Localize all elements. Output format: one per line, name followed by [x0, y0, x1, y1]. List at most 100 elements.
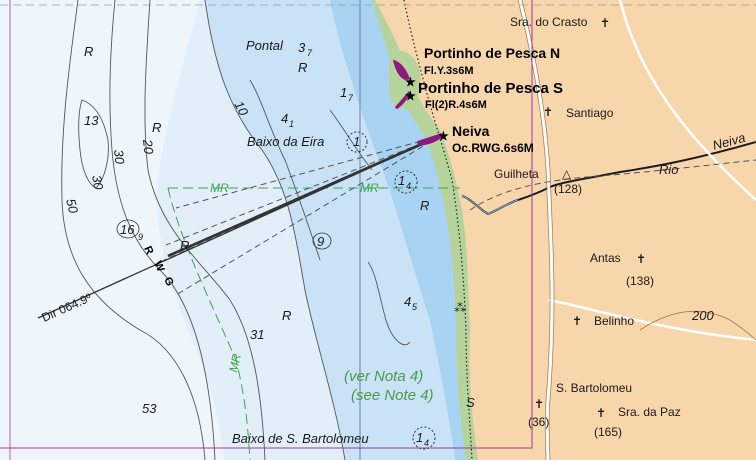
portinho-s-characteristic: Fl(2)R.4s6M — [425, 99, 487, 111]
paz-height: (165) — [594, 425, 622, 439]
sector-limit-4 — [175, 135, 441, 296]
chapel-icon-paz: ✝ — [596, 406, 606, 420]
land-area — [375, 0, 756, 460]
contour-13-shoal — [78, 99, 109, 189]
chapel-icon-belinho: ✝ — [572, 314, 582, 328]
land-contour-label-200: 200 — [691, 308, 714, 323]
contour-30-outer — [109, 0, 216, 460]
depth-4-5-sub: 5 — [412, 302, 418, 312]
chapel-icon-bartolomeu: ✝ — [534, 397, 544, 411]
depth-pontal: 3 — [298, 40, 306, 55]
light-flare-north — [392, 59, 410, 80]
outer-water-zone — [0, 0, 225, 460]
neiva-light-name: Neiva — [452, 123, 490, 139]
portinho-n-characteristic: Fl.Y.3s6M — [424, 65, 474, 77]
portinho-n-name: Portinho de Pesca N — [424, 45, 560, 61]
label-rio: Rio — [659, 162, 679, 177]
quality-r-2: R — [152, 120, 161, 135]
place-belinho: Belinho — [594, 314, 634, 328]
depth-16-sub: 9 — [138, 232, 143, 242]
depth-4-1: 4 — [281, 111, 288, 126]
label-pontal: Pontal — [246, 38, 284, 53]
place-guilheta: Guilheta — [494, 167, 539, 181]
depth-1-north: 1 — [340, 85, 347, 100]
depth-9-ring — [312, 232, 332, 250]
mr-boundary — [167, 187, 460, 460]
place-santiago: Santiago — [566, 106, 614, 120]
light-flare-neiva — [417, 133, 444, 146]
railway — [469, 159, 756, 211]
rio-neiva-water — [461, 195, 519, 215]
foreshore-strip — [372, 0, 478, 460]
contour-label-50: 50 — [63, 197, 81, 215]
quality-r-3: R — [298, 60, 307, 75]
contour-label-20: 20 — [140, 138, 157, 156]
roads — [518, 0, 756, 460]
depth-mr-circle: 1 — [398, 173, 405, 188]
depth-1-north-sub: 7 — [348, 93, 354, 103]
depth-53: 53 — [142, 401, 157, 416]
depth-9: 9 — [317, 234, 324, 249]
depth-bart-circle-sub: 4 — [424, 438, 429, 448]
quality-r-5: R — [282, 308, 291, 323]
light-flare-south — [394, 91, 412, 110]
place-paz: Sra. da Paz — [618, 405, 681, 419]
depth-16: 16 — [120, 222, 135, 237]
road-east — [618, 0, 756, 201]
quality-r-1: R — [84, 44, 93, 59]
label-baixo-bartolomeu: Baixo de S. Bartolomeu — [232, 431, 369, 446]
coastline-dotted — [403, 0, 473, 460]
note-en: (see Note 4) — [351, 387, 434, 404]
contour-20 — [204, 0, 346, 460]
mr-label-2: MR — [360, 181, 379, 195]
road-edges — [517, 0, 555, 460]
depth-bart-circle: 1 — [416, 430, 423, 445]
sector-limit-1 — [175, 135, 441, 209]
inset-frame — [0, 0, 533, 449]
danger-ring-eira — [346, 131, 368, 153]
chapel-icon-crasto: ✝ — [600, 16, 610, 30]
quality-s: S — [466, 395, 475, 410]
place-bartolomeu: S. Bartolomeu — [556, 381, 632, 395]
light-star-portinho-n: ★ — [405, 75, 416, 89]
quality-r-4: R — [180, 238, 189, 253]
label-baixo-eira: Baixo da Eira — [247, 134, 324, 149]
contour-5-north — [329, 109, 373, 171]
depth-4-1-sub: 1 — [289, 119, 294, 129]
road-main — [518, 0, 554, 460]
antas-height: (138) — [626, 274, 654, 288]
contour-label-30: 30 — [111, 149, 128, 166]
guilheta-height: (128) — [554, 182, 582, 196]
danger-ring-bartolomeu — [412, 426, 436, 450]
danger-ring-mr — [394, 170, 418, 194]
depth-mr-circle-sub: 4 — [406, 181, 411, 191]
bartolomeu-height: (36) — [528, 415, 549, 429]
note-pt: (ver Nota 4) — [344, 368, 423, 385]
mr-label-1: MR — [210, 181, 229, 195]
depth-4-5: 4 — [404, 294, 411, 309]
wreck-icon: ⁂ — [454, 301, 466, 315]
contour-label-30-shoal: 30 — [89, 174, 106, 192]
contour-5-south — [367, 261, 411, 346]
quality-r-6: R — [420, 198, 429, 213]
depth-pontal-sub: 7 — [307, 48, 313, 58]
light-star-portinho-s: ★ — [405, 89, 416, 103]
road-belinho — [547, 298, 756, 342]
depth-16-ring — [116, 219, 140, 239]
depth-eira: 1 — [353, 134, 360, 149]
portinho-s-name: Portinho de Pesca S — [418, 80, 563, 97]
sector-limit-2 — [165, 135, 441, 246]
neiva-light-characteristic: Oc.RWG.6s6M — [452, 141, 534, 155]
light-star-neiva: ★ — [438, 129, 449, 143]
mr-line-vertical — [167, 187, 251, 460]
depth-13: 13 — [84, 113, 99, 128]
depth-contours — [61, 0, 411, 460]
chapel-icon-santiago: ✝ — [543, 105, 553, 119]
contour-30-inner — [144, 0, 266, 460]
contour-50 — [61, 0, 206, 460]
triangle-summit-icon: △ — [562, 167, 572, 181]
place-antas: Antas — [590, 251, 621, 265]
mr-label-3: MR — [226, 352, 244, 373]
